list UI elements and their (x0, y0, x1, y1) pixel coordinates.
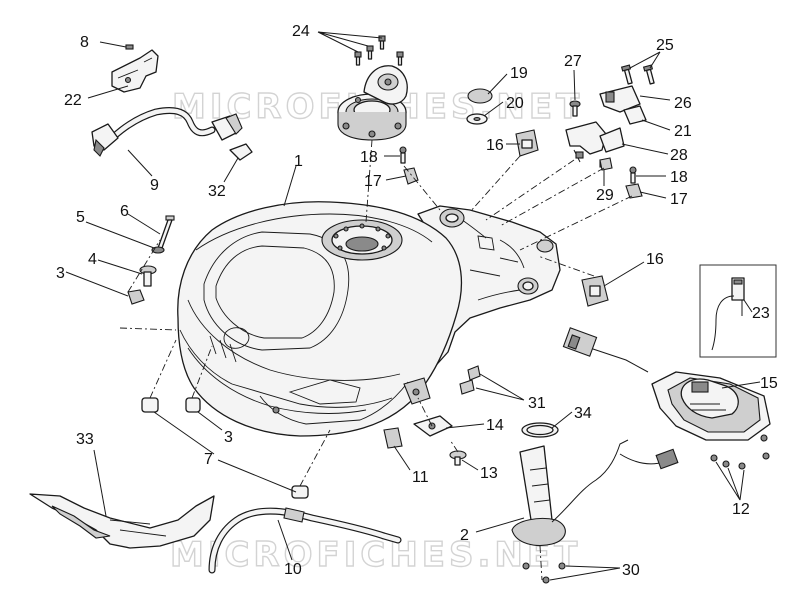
grommet-17-right (625, 183, 643, 199)
callout-4: 4 (88, 251, 97, 268)
bolt-18-right (629, 166, 637, 184)
screw-27 (569, 100, 581, 117)
screws-25 (620, 64, 655, 85)
callout-17-left: 17 (364, 173, 382, 190)
center-line (449, 439, 459, 453)
fuel-level-sender-2 (511, 422, 679, 584)
screws-24 (354, 35, 404, 66)
callout-16-upper: 16 (486, 137, 504, 154)
center-line (499, 167, 605, 227)
callout-31: 31 (528, 395, 546, 412)
center-line (119, 327, 177, 331)
callout-29: 29 (596, 187, 614, 204)
callout-16-lower: 16 (646, 251, 664, 268)
callout-6: 6 (120, 203, 129, 220)
callout-25: 25 (656, 37, 674, 54)
callout-23: 23 (752, 305, 770, 322)
spacer-4 (139, 265, 157, 287)
callout-15: 15 (760, 375, 778, 392)
callout-24: 24 (292, 23, 310, 40)
center-line (537, 255, 595, 277)
callout-5: 5 (76, 209, 85, 226)
bolt-18-left (399, 146, 407, 164)
watermark-bottom: MICROFICHES.NET (170, 535, 581, 575)
callout-22: 22 (64, 92, 82, 109)
leader-lines (65, 31, 761, 581)
fuel-tank (177, 201, 561, 437)
fuel-level-sensor-23 (699, 264, 777, 358)
heat-shield-33 (29, 493, 215, 549)
bracket-mount (565, 121, 625, 168)
center-line (365, 139, 373, 223)
center-line (539, 545, 543, 581)
callout-19: 19 (510, 65, 528, 82)
filler-cap-assembly (337, 65, 408, 141)
callout-11: 11 (412, 469, 429, 486)
hose-9 (91, 106, 243, 157)
callout-21: 21 (674, 123, 692, 140)
clips-31 (459, 365, 481, 395)
rubber-buffers-7 (141, 397, 309, 499)
callout-7: 7 (204, 451, 213, 468)
callout-27: 27 (564, 53, 582, 70)
screw-13 (449, 450, 467, 466)
center-line (485, 159, 575, 221)
callout-30: 30 (622, 562, 640, 579)
callout-1: 1 (294, 153, 303, 170)
bracket-22 (111, 49, 159, 93)
sensor-21 (599, 85, 647, 125)
callout-33: 33 (76, 431, 94, 448)
part-19-cover (467, 88, 493, 104)
callout-3-bottom: 3 (224, 429, 233, 446)
breather-hose-10 (208, 507, 402, 574)
callout-17-right: 17 (670, 191, 688, 208)
center-line (469, 155, 521, 213)
callout-3-left: 3 (56, 265, 65, 282)
callout-18-left: 18 (360, 149, 378, 166)
bolt-6 (157, 215, 175, 249)
callout-28: 28 (670, 147, 688, 164)
callout-32: 32 (208, 183, 226, 200)
callout-10: 10 (284, 561, 302, 578)
center-line (519, 195, 633, 251)
center-line (417, 397, 433, 427)
clip-29 (599, 157, 613, 171)
center-line (191, 345, 213, 399)
callout-8: 8 (80, 34, 89, 51)
center-line (127, 239, 161, 293)
callout-labels: 8 22 9 32 6 5 4 3 1 3 7 33 10 24 19 20 1… (56, 23, 778, 579)
screw-8 (125, 44, 134, 50)
callout-26: 26 (674, 95, 692, 112)
callout-2: 2 (460, 527, 469, 544)
center-line (299, 429, 331, 487)
callout-34: 34 (574, 405, 592, 422)
callout-9: 9 (150, 177, 159, 194)
grommet-3-left (127, 289, 145, 305)
callout-18-right: 18 (670, 169, 688, 186)
grommet-17-left (403, 167, 419, 185)
center-line (403, 165, 441, 211)
fuel-pump-15 (562, 327, 771, 470)
callout-14: 14 (486, 417, 504, 434)
nut-11 (383, 427, 403, 449)
callout-20: 20 (506, 95, 524, 112)
center-line (149, 339, 177, 399)
callout-13: 13 (480, 465, 498, 482)
bracket-14 (413, 415, 453, 437)
callout-12: 12 (732, 501, 750, 518)
clip-32 (229, 143, 253, 161)
